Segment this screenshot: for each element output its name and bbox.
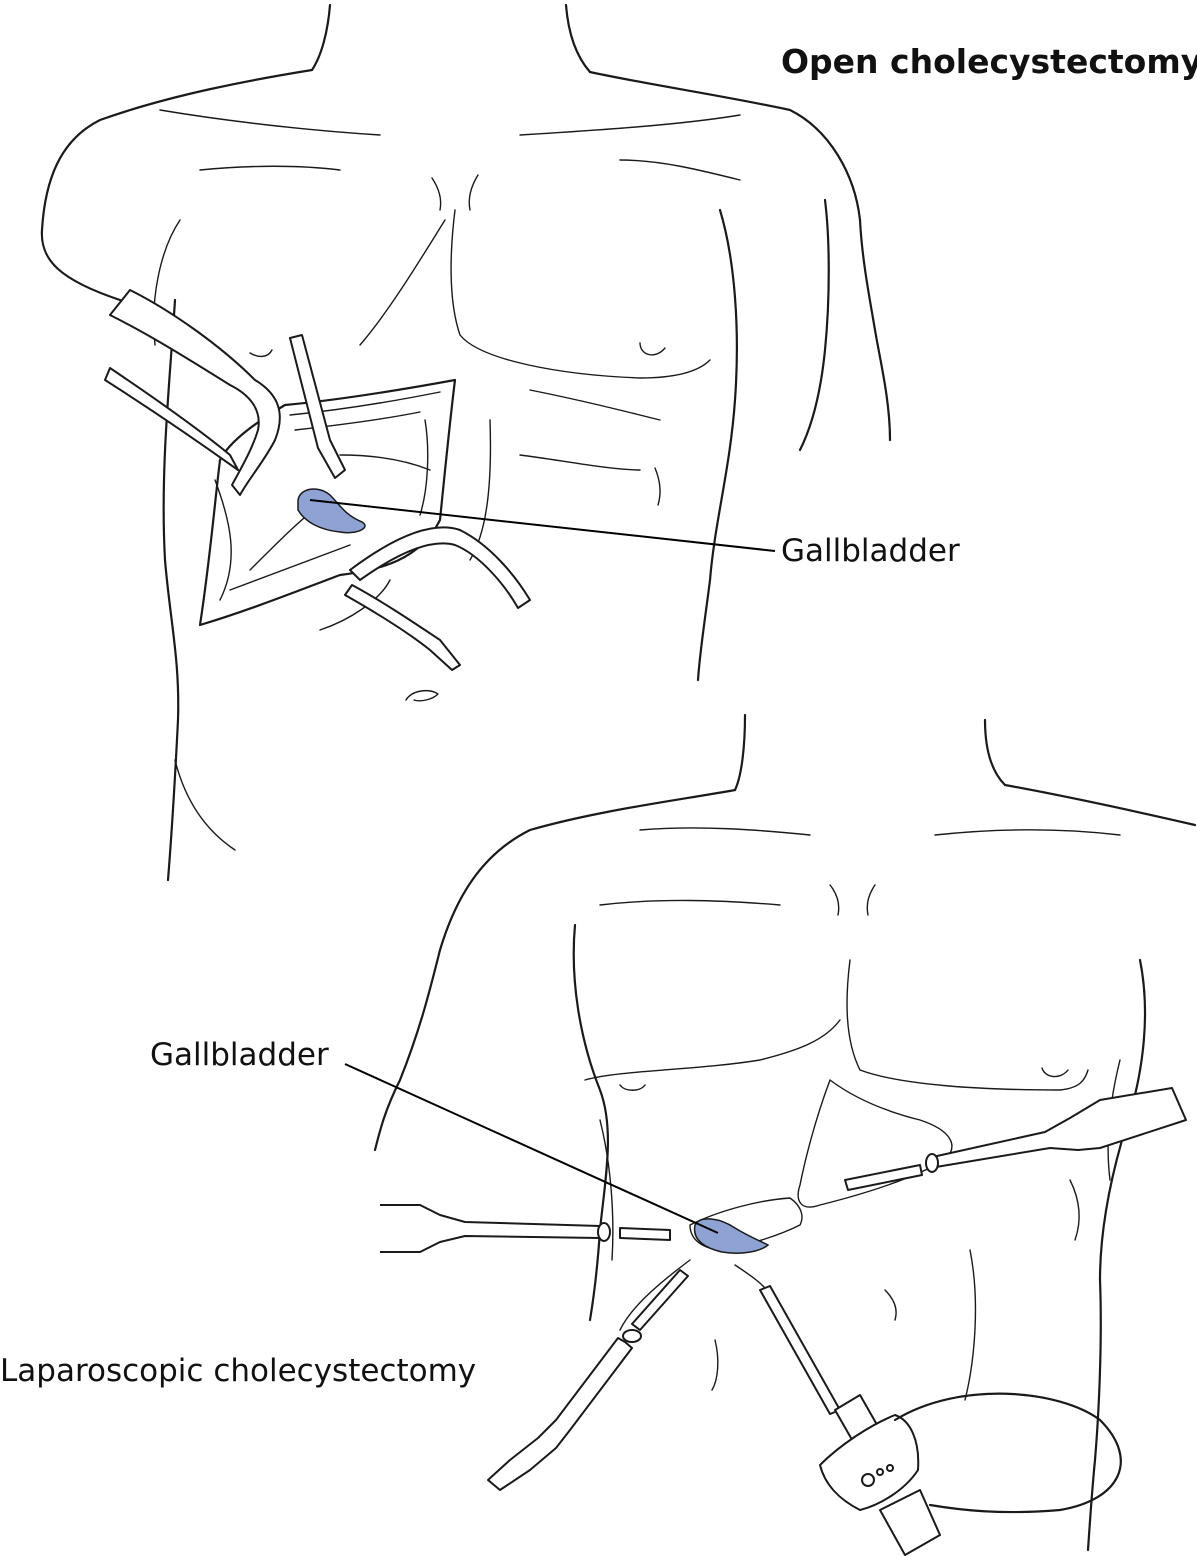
laparoscopic-torso [373, 713, 1197, 1552]
laparoscopic-gallbladder-shape [693, 1218, 770, 1254]
laparoscopic-instruments [380, 1087, 1187, 1556]
laparoscopic-title: Laparoscopic cholecystectomy [0, 1353, 477, 1389]
open-retractors [104, 289, 531, 671]
laparoscopic-gallbladder-leader [344, 1063, 719, 1234]
open-torso [40, 3, 892, 882]
laparoscopic-gallbladder-label: Gallbladder [150, 1037, 329, 1073]
open-gallbladder-leader [309, 499, 776, 552]
laparoscopic-liver [599, 1079, 953, 1331]
open-gallbladder-label: Gallbladder [781, 533, 960, 569]
open-gallbladder-shape [297, 488, 366, 534]
open-incision [198, 378, 457, 627]
open-title: Open cholecystectomy [781, 42, 1197, 81]
